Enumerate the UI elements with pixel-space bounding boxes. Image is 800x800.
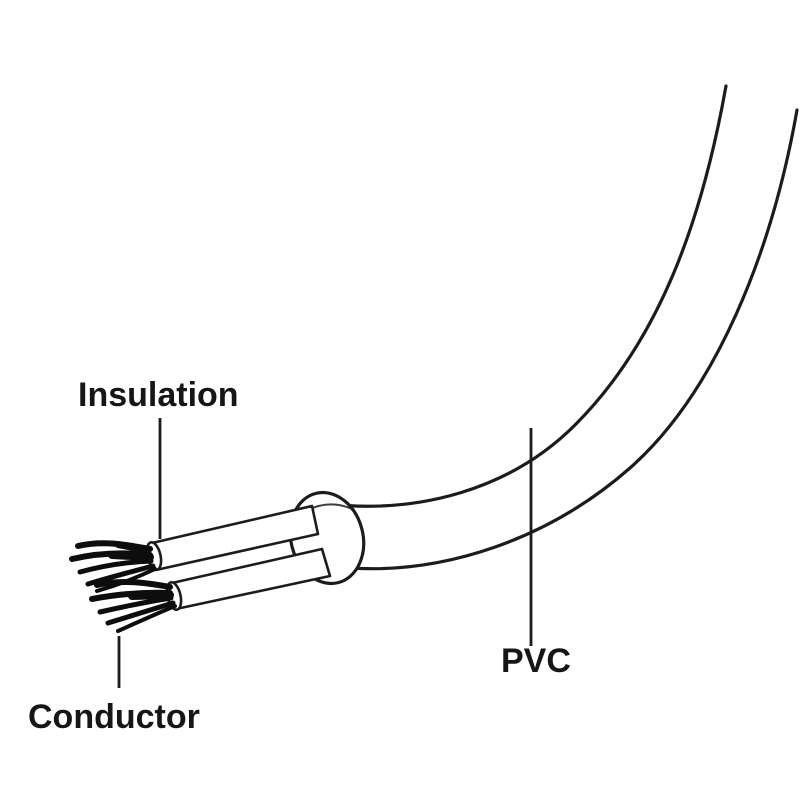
insulation-label: Insulation	[78, 376, 239, 414]
conductor-label: Conductor	[28, 698, 200, 736]
pvc-label: PVC	[501, 642, 571, 680]
cable-inner-edge	[348, 108, 799, 571]
cable-outer-edge	[326, 84, 728, 508]
conductor-strands-lower	[89, 578, 177, 633]
cable-jacket-body	[328, 86, 797, 569]
